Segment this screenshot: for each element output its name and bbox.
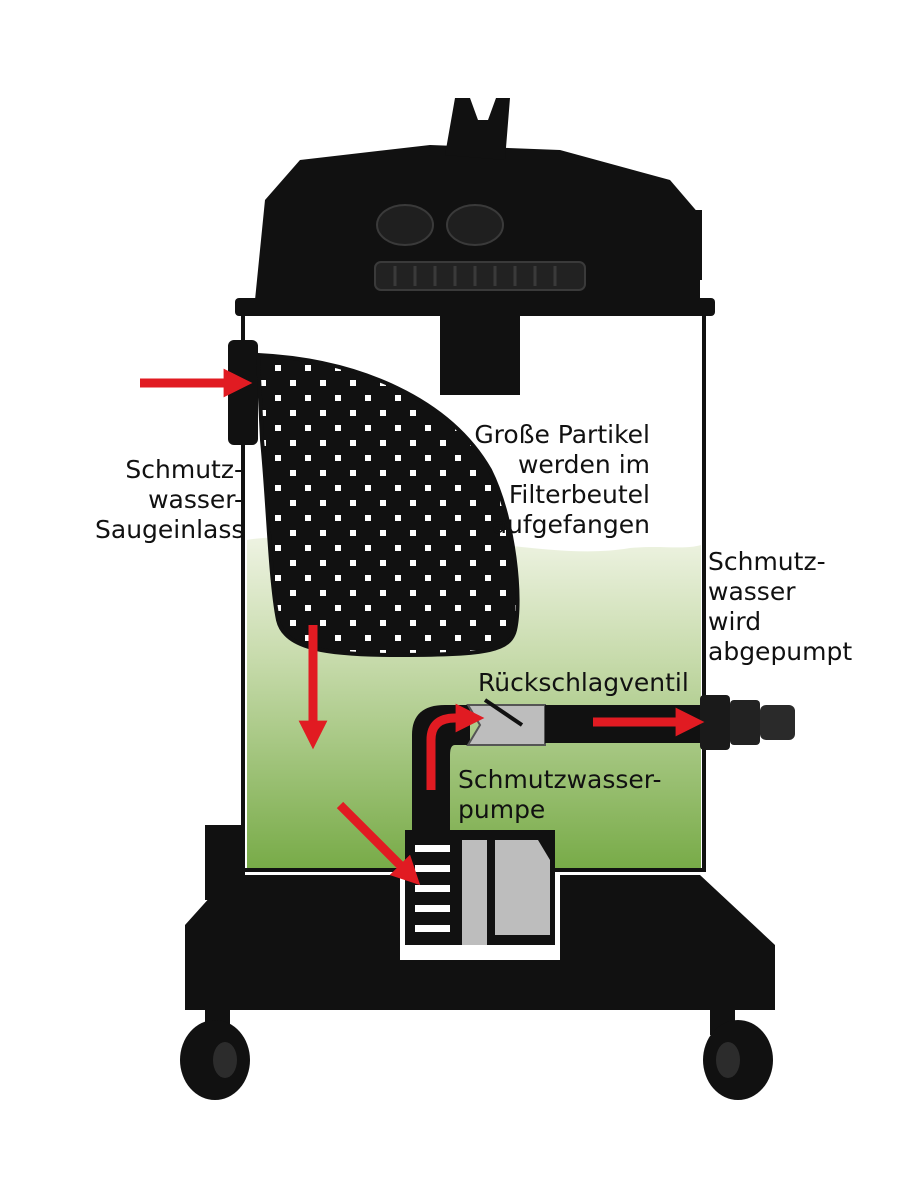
riser-pipe <box>412 705 470 835</box>
red-flow-arrow-riser <box>426 703 485 790</box>
wheel-left-icon <box>180 1010 250 1100</box>
lid-rim <box>235 298 715 316</box>
red-flow-arrow-pump <box>336 801 421 886</box>
label-outlet: Schmutz- wasser wird abgepumpt <box>708 547 853 666</box>
label-inlet: Schmutz- wasser- Saugeinlass <box>95 455 245 544</box>
wheel-right-icon <box>703 1010 773 1100</box>
filter-bag <box>255 352 520 658</box>
label-filter: Große Partikel werden im Filterbeutel au… <box>474 420 650 539</box>
suction-inlet-port <box>228 340 258 445</box>
base-chassis <box>185 875 775 1010</box>
check-valve-icon <box>466 698 546 746</box>
label-pump: Schmutzwasser- pumpe <box>458 765 662 824</box>
outlet-connector <box>700 695 795 750</box>
flow-arrows <box>140 368 705 886</box>
pump <box>405 830 555 945</box>
carry-handle <box>445 98 510 160</box>
label-check-valve: Rückschlagventil <box>478 668 689 697</box>
